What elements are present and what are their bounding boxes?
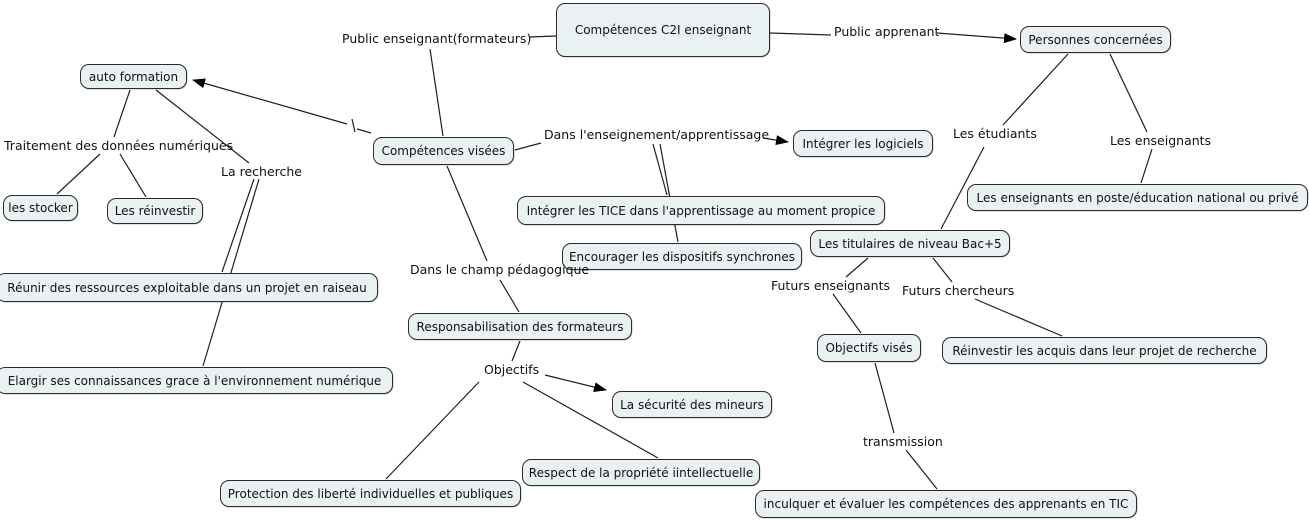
node-competences-visees[interactable]: Compétences visées: [373, 137, 514, 165]
node-personnes-concernees[interactable]: Personnes concernées: [1020, 26, 1171, 53]
node-enseignants-en-poste[interactable]: Les enseignants en poste/éducation natio…: [967, 184, 1308, 211]
node-protection-libertes[interactable]: Protection des liberté individuelles et …: [220, 480, 521, 507]
node-les-reinvestir[interactable]: Les réinvestir: [107, 198, 203, 224]
node-reinvestir-acquis[interactable]: Réinvestir les acquis dans leur projet d…: [942, 337, 1267, 364]
node-les-stocker[interactable]: les stocker: [3, 195, 78, 221]
node-titulaires-bac5[interactable]: Les titulaires de niveau Bac+5: [810, 230, 1010, 257]
node-responsabilisation[interactable]: Responsabilisation des formateurs: [408, 313, 632, 340]
node-inculquer-evaluer[interactable]: inculquer et évaluer les compétences des…: [755, 490, 1137, 518]
node-respect-propriete[interactable]: Respect de la propriété iintellectuelle: [522, 459, 760, 486]
link-label-dans-enseignement: Dans l'enseignement/apprentissage: [544, 127, 770, 142]
node-integrer-les-logiciels[interactable]: Intégrer les logiciels: [793, 130, 933, 157]
link-label-les-etudiants: Les étudiants: [953, 126, 1037, 141]
node-integrer-les-tice[interactable]: Intégrer les TICE dans l'apprentissage a…: [517, 196, 885, 225]
link-label-champ-pedagogique: Dans le champ pédagogique: [410, 262, 590, 277]
node-auto-formation[interactable]: auto formation: [80, 64, 187, 89]
link-label-public-apprenant: Public apprenant: [834, 24, 940, 39]
node-encourager-dispositifs[interactable]: Encourager les dispositifs synchrones: [562, 243, 802, 270]
link-label-transmission: transmission: [863, 434, 943, 449]
node-competences-c2i-enseignant[interactable]: Compétences C2I enseignant: [556, 3, 770, 57]
link-label-les-enseignants: Les enseignants: [1110, 133, 1212, 148]
node-securite-mineurs[interactable]: La sécurité des mineurs: [612, 391, 772, 418]
node-objectifs-vises[interactable]: Objectifs visés: [817, 334, 921, 362]
node-reunir-ressources[interactable]: Réunir des ressources exploitable dans u…: [0, 273, 378, 302]
link-label-futurs-enseignants: Futurs enseignants: [771, 278, 891, 293]
link-label-la-recherche: La recherche: [221, 164, 302, 179]
link-label-objectifs: Objectifs: [484, 362, 540, 377]
link-label-public-enseignant: Public enseignant(formateurs): [342, 31, 532, 46]
link-label-traitement-donnees: Traitement des données numériques: [4, 138, 234, 153]
node-elargir-connaissances[interactable]: Elargir ses connaissances grace à l'envi…: [0, 367, 393, 394]
link-label-futurs-chercheurs: Futurs chercheurs: [902, 283, 1015, 298]
